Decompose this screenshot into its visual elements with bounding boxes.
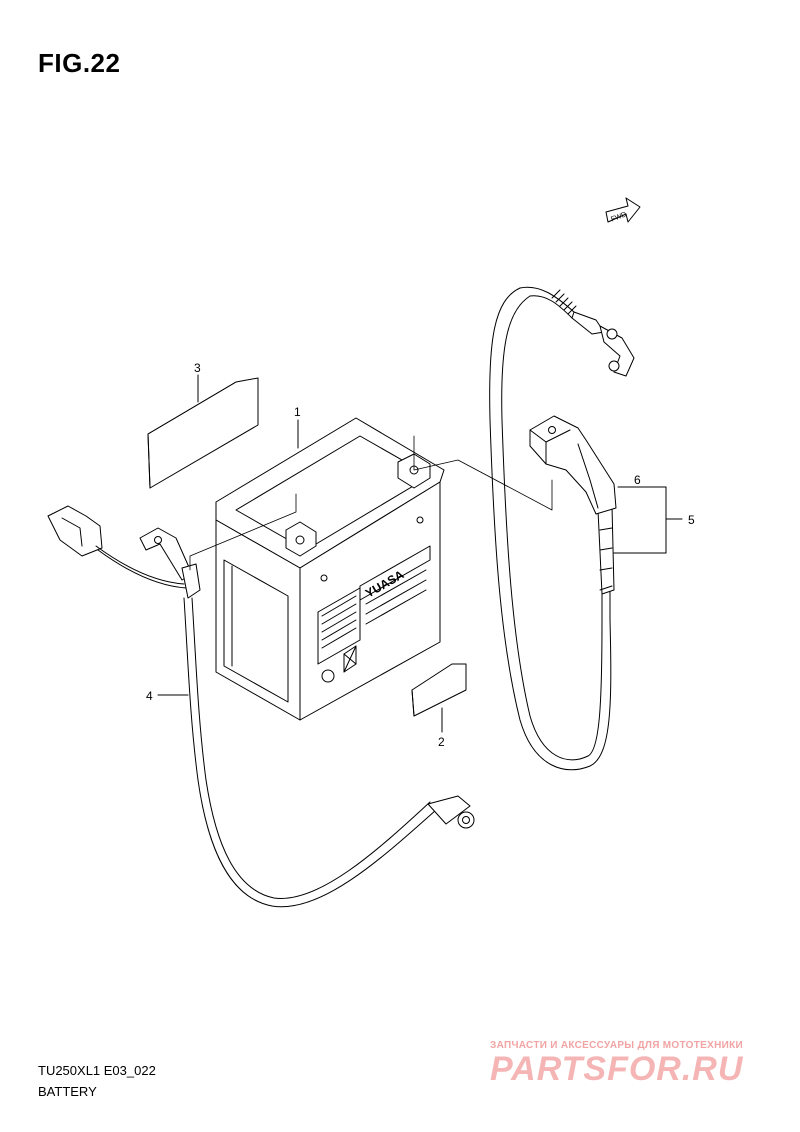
section-name: BATTERY bbox=[38, 1084, 97, 1099]
battery-pad-3 bbox=[147, 377, 259, 489]
watermark-brand: PARTSFOR.RU bbox=[490, 1050, 744, 1088]
callout-1: 1 bbox=[294, 405, 301, 419]
battery-1: YUASA bbox=[215, 417, 445, 721]
negative-cable-4 bbox=[47, 505, 475, 908]
assembly-guide-lines bbox=[189, 435, 553, 571]
terminal-cover-6 bbox=[529, 415, 617, 515]
model-code: TU250XL1 E03_022 bbox=[38, 1063, 156, 1078]
callout-2: 2 bbox=[438, 735, 445, 749]
callout-3: 3 bbox=[194, 361, 201, 375]
callout-5: 5 bbox=[688, 513, 695, 527]
watermark-subtitle: ЗАПЧАСТИ И АКСЕССУАРЫ ДЛЯ МОТОТЕХНИКИ bbox=[490, 1040, 743, 1051]
callout-6: 6 bbox=[634, 473, 641, 487]
callout-4: 4 bbox=[146, 689, 153, 703]
battery-pad-2 bbox=[411, 663, 467, 717]
figure-title: FIG.22 bbox=[38, 48, 121, 78]
fwd-arrow-icon: FWD bbox=[605, 197, 641, 223]
positive-cable-5 bbox=[489, 286, 635, 771]
